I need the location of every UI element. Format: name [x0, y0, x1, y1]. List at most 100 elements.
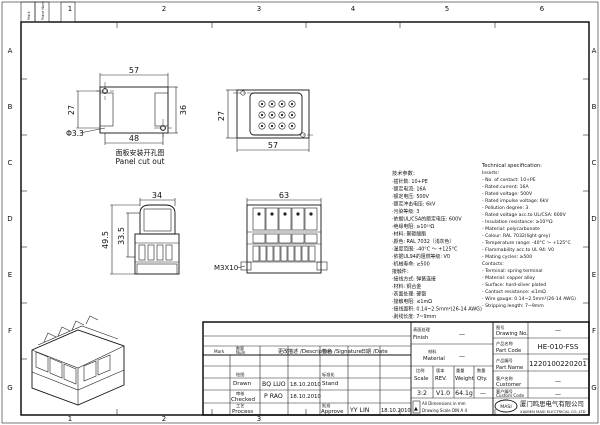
spec-en-line: - Rated voltage acc.to UL/CSA: 600V [482, 212, 567, 218]
tb-material: Material [423, 356, 445, 362]
grid-col-label: 2 [162, 415, 166, 423]
spec-en-line: - Colour: RAL 7032(light grey) [482, 233, 550, 239]
tb-qty-value: — [480, 390, 486, 397]
company-logo [494, 399, 518, 413]
panel-cutout-caption: Panel cut out [115, 157, 164, 166]
tb-finish-value: — [459, 331, 465, 338]
tb-part-name-value: 1220100220201 [529, 360, 587, 368]
grid-row-label: F [8, 327, 12, 335]
spec-en-line: - Flammability acc.to UL 94: V0 [482, 247, 554, 253]
tb-rev-value: V1.0 [436, 390, 450, 397]
tb-rev-cn: 版本 [436, 367, 445, 374]
grid-col-label: 2 [162, 5, 166, 13]
tb-change-label-cn: 更改描述 [278, 348, 298, 355]
spec-cn-line: ·接线方式: 弹簧连接 [392, 276, 436, 283]
spec-en-line: - No. of contact: 10+PE [482, 177, 536, 183]
dim-cutout-height: 36 [179, 105, 188, 115]
spec-cn-line: ·材料: 铜合金 [392, 283, 421, 290]
spec-cn-line: ·额定冲击电压: 6kV [392, 201, 436, 208]
isometric-view [31, 315, 125, 406]
tb-weight: Weight [455, 376, 474, 382]
tb-drawn-cn: 绘图 [236, 371, 244, 378]
title-block: Mark 数量 Num 更改描述 /Description 签名 /Signat… [202, 321, 590, 416]
grid-row-label: D [7, 215, 12, 223]
tb-material-cn: 材料 [428, 348, 437, 355]
spec-cn-line: 接触件： [392, 268, 412, 275]
tb-drawing-no-cn: 图号 [496, 325, 504, 331]
spec-en-line: - Surface: hard-silver plated [482, 282, 546, 288]
grid-row-label: A [592, 47, 597, 55]
tb-rev: REV. [435, 376, 447, 382]
tb-checked-name: P RAO [264, 393, 283, 400]
tb-part-code-value: HE-010-FSS [538, 343, 579, 351]
tb-customer-value: — [555, 378, 561, 385]
grid-col-label: 1 [68, 415, 72, 423]
tb-stand: Stand [322, 381, 339, 387]
tb-material-value: — [459, 353, 465, 360]
tb-change-label: /Description [300, 349, 333, 355]
spec-cn-line: ·绝缘电阻: ≥10¹⁰Ω [392, 223, 435, 230]
spec-cn-line: ·温度范围: -40°C ～ +125°C [392, 246, 458, 253]
tb-approve: Approve [321, 409, 344, 415]
spec-cn-line: ·剥线长度: 7~9mm [392, 313, 436, 320]
front-view: 27 57 [217, 89, 313, 152]
grid-row-label: F [592, 327, 596, 335]
grid-row-label: E [592, 271, 596, 279]
tb-part-code: Part Code [496, 348, 521, 354]
grid-col-label: 5 [445, 5, 449, 13]
spec-cn-line: ·污染等级: 3 [392, 208, 419, 215]
dim-front-depth: 27 [217, 111, 226, 121]
tb-units-note-1: All Dimensions in mm [422, 401, 466, 406]
grid-row-label: B [592, 103, 597, 111]
tb-units-note-2: Drawing Scale DIN A 4 [422, 408, 467, 413]
grid-col-label: 1 [68, 5, 72, 13]
tb-checked-date: 18.10.2010 [290, 394, 321, 400]
grid-col-label: 6 [540, 5, 545, 13]
tb-finish-cn: 表面处理 [413, 326, 431, 333]
grid-row-label: D [591, 215, 596, 223]
company-name-en: XIAMEN MASI ELECTRICAL CO.,LTD [520, 409, 586, 414]
spec-en-line: - Contact resistance: ≤1mΩ [482, 289, 546, 295]
tb-scale-cn: 比例 [416, 367, 424, 374]
spec-en-line: - Rated voltage: 500V [482, 191, 533, 197]
grid-row-label: A [8, 47, 13, 55]
spec-en-line: - Wire gauge: 0.14~2.5mm²(26-14 AWG) [482, 296, 576, 302]
spec-en-line: - Rated current: 16A [482, 184, 529, 190]
dim-cutout-inner-height: 27 [67, 105, 76, 115]
spec-cn-line: ·机械寿命: ≥500 [392, 261, 430, 268]
tb-client-code-cn: 客户编号 [496, 388, 513, 395]
spec-cn-line: ·材料: 聚碳酸酯 [392, 231, 426, 238]
spec-en-line: - Material: polycarbonate [482, 226, 540, 232]
tb-approve-name: YY LIN [349, 407, 370, 414]
dim-rear-width: 63 [279, 191, 289, 200]
tb-client-code-value: — [555, 391, 561, 398]
tb-approve-cn: 批准 [322, 402, 330, 409]
tb-scale-value: 3:2 [417, 390, 427, 397]
grid-row-label: G [591, 384, 596, 392]
spec-cn-line: ·额定电流: 16A [392, 186, 427, 193]
tb-sign-label: /Signature [334, 349, 363, 355]
spec-en-line: - Pollution degree: 3 [482, 205, 528, 211]
spec-en-line: Inserts: [482, 170, 500, 176]
spec-en-line: - Mating cycles: ≥500 [482, 254, 532, 260]
tb-weight-value: 64.1g [455, 390, 473, 397]
tb-process: Process [232, 409, 253, 415]
tb-product-name-cn: 产品名称 [496, 340, 513, 347]
grid-row-label: G [7, 384, 12, 392]
grid-row-label: B [8, 103, 13, 111]
tb-num-label: Num [236, 350, 246, 355]
corner-tab-place: Place Num [41, 1, 45, 20]
tb-drawn: Drawn [233, 381, 252, 387]
tb-client-code: Custom Code [496, 393, 525, 398]
tb-date-label: /Date [373, 349, 388, 355]
tb-checked-cn: 审核 [236, 390, 245, 397]
tb-process-cn: 工艺 [236, 403, 244, 408]
spec-en-line: - Stripping length: 7~9mm [482, 303, 544, 309]
spec-cn-line: ·插针数: 10+PE [392, 178, 428, 185]
panel-cutout-caption-cn: 面板安装开孔图 [116, 148, 165, 157]
tb-scale: Scale [414, 376, 429, 382]
spec-cn-heading: 技术参数： [392, 169, 418, 177]
dim-side-height-b: 49.5 [101, 231, 110, 249]
dim-side-width: 34 [152, 191, 162, 200]
